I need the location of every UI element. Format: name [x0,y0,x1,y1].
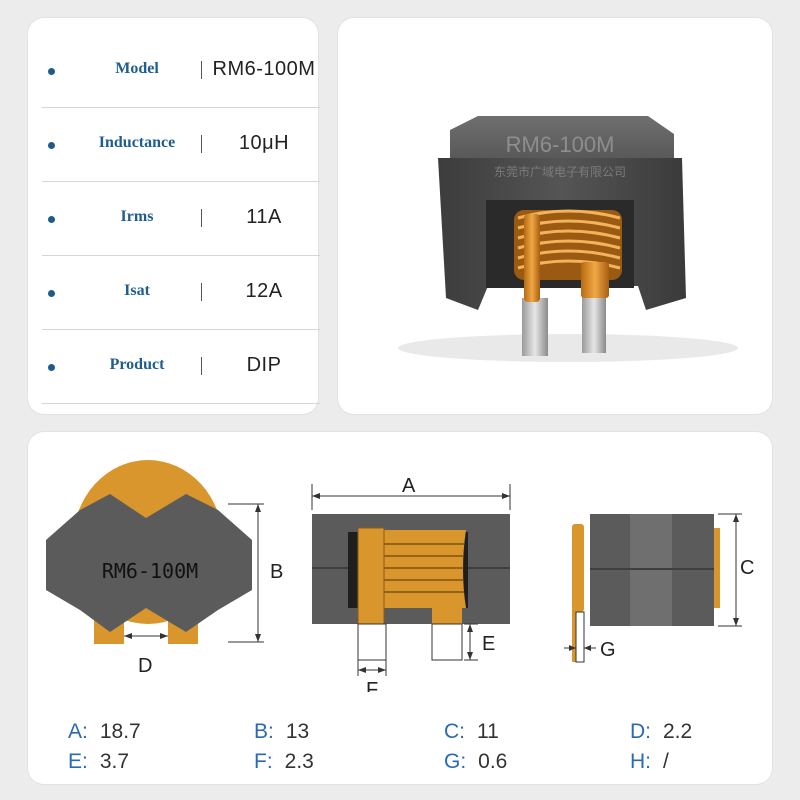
label-a: A [402,475,416,497]
bullet-icon [48,364,55,371]
spec-value: RM6-100M [212,58,316,80]
dim-label: E: [68,750,88,773]
front-view: A F E [311,475,511,692]
spec-value: 12A [245,280,283,302]
divider [201,283,202,301]
product-photo-card: RM6-100M 东莞市广域电子有限公司 [338,18,772,414]
label-g: G [600,639,616,661]
side-view: C G [564,513,754,663]
spec-key: Irms [120,208,154,225]
dim-number: 11 [477,720,499,743]
dim-number: 18.7 [99,720,141,743]
spec-value: DIP [246,354,282,376]
dim-label: B: [254,720,274,743]
bullet-icon [48,290,55,297]
top-view: RM6-100M B D [46,460,283,677]
dim-label: C: [444,720,465,743]
bullet-icon [48,216,55,223]
dim-g: G: 0.6 [444,750,507,774]
inductor-photo: RM6-100M 东莞市广域电子有限公司 [398,116,738,362]
dim-h: H: / [630,750,669,774]
spec-row-isat: Isat 12A [42,256,320,330]
dim-number: 3.7 [99,750,130,773]
dimension-drawing: RM6-100M B D [46,460,754,692]
spec-key: Product [109,356,165,373]
dim-number: 2.3 [284,750,314,773]
photo-company: 东莞市广域电子有限公司 [494,164,626,179]
divider [201,209,202,227]
dim-number: 13 [285,720,310,743]
spec-row-product: Product DIP [42,330,320,404]
spec-row-inductance: Inductance 10μH [42,108,320,182]
bullet-icon [48,68,55,75]
row-divider [42,403,320,404]
row-divider [42,107,320,108]
row-divider [42,181,320,182]
spec-card: Model RM6-100M Inductance 10μH Irms 11A … [28,18,320,414]
dim-a: A: 18.7 [68,720,141,744]
label-d: D [138,655,152,677]
photo-marking: RM6-100M [506,132,615,157]
top-marking: RM6-100M [102,559,198,583]
spec-row-irms: Irms 11A [42,182,320,256]
divider [201,61,202,79]
label-e: E [482,633,495,655]
spec-key: Isat [124,282,150,299]
dimension-card: RM6-100M B D [28,432,772,784]
spec-value: 10μH [238,132,290,154]
spec-row-model: Model RM6-100M [42,34,320,108]
label-b: B [270,561,283,583]
dim-b: B: 13 [254,720,309,744]
dim-label: D: [630,720,651,743]
dim-f: F: 2.3 [254,750,314,774]
label-f: F [366,679,378,692]
dim-number: 0.6 [478,750,508,773]
dim-number: / [663,750,669,773]
dim-c: C: 11 [444,720,499,744]
divider [201,357,202,375]
dim-e: E: 3.7 [68,750,129,774]
dim-label: F: [254,750,273,773]
divider [201,135,202,153]
bullet-icon [48,142,55,149]
spec-key: Inductance [98,134,176,151]
dim-number: 2.2 [663,720,693,743]
copper-winding [514,209,622,302]
dim-d: D: 2.2 [630,720,692,744]
label-c: C [740,557,754,579]
spec-value: 11A [246,206,282,228]
spec-key: Model [115,60,159,77]
dim-label: G: [444,750,467,773]
row-divider [42,329,320,330]
row-divider [42,255,320,256]
dim-label: A: [68,720,88,743]
dim-label: H: [630,750,651,773]
